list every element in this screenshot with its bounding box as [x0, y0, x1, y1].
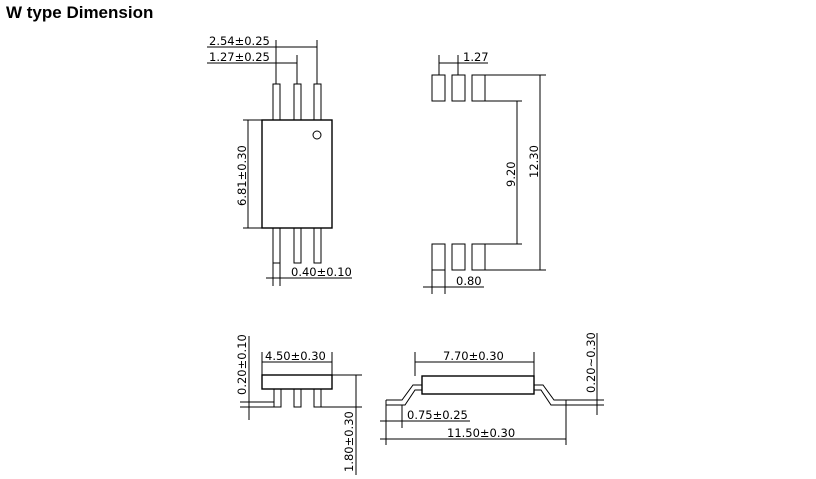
end-lead-1: [273, 388, 282, 408]
end-view-body: [261, 374, 333, 390]
side-lead-left-lower: [386, 389, 422, 406]
bottom-lead-2: [293, 227, 302, 264]
top-lead-1: [272, 83, 281, 121]
page-title: W type Dimension: [6, 3, 154, 22]
dim-foot-length: 0.75±0.25: [407, 408, 468, 422]
dim-lead-thickness: 0.20±0.10: [235, 334, 249, 395]
dim-total-height: 1.80±0.30: [342, 411, 356, 472]
pad-top-3: [471, 74, 486, 102]
dim-lead-width: 0.40±0.10: [291, 265, 352, 279]
dim-pad-width: 0.80: [456, 274, 482, 288]
side-lead-right: [534, 384, 566, 401]
bottom-lead-3: [313, 227, 322, 264]
end-view: 4.50±0.30 0.20±0.10 1.80±0.30: [235, 334, 362, 475]
dim-body-width-side: 4.50±0.30: [265, 349, 326, 363]
dim-overall-length: 11.50±0.30: [447, 426, 515, 440]
pad-bottom-2: [451, 243, 466, 271]
top-lead-3: [313, 83, 322, 121]
dim-pitch: 1.27±0.25: [209, 50, 270, 64]
end-lead-2: [293, 388, 302, 408]
top-view: 2.54±0.25 1.27±0.25 6.81±0.30 0.40±0.10: [207, 34, 352, 286]
end-lead-3: [313, 388, 322, 408]
pad-top-2: [451, 74, 466, 102]
top-lead-2: [293, 83, 302, 121]
dim-pitch-pair: 2.54±0.25: [209, 34, 270, 48]
bottom-lead-1: [272, 227, 281, 264]
dim-pad-inner-span: 9.20: [504, 161, 518, 187]
package-body: [261, 119, 333, 229]
dim-pad-outer-span: 12.30: [527, 145, 541, 178]
dim-body-height: 6.81±0.30: [235, 145, 249, 206]
dim-standoff: 0.20~0.30: [584, 332, 598, 393]
pad-bottom-1: [431, 243, 446, 271]
pad-bottom-3: [471, 243, 486, 271]
side-lead-left: [386, 384, 422, 401]
side-view-body: [421, 375, 535, 395]
pad-top-1: [431, 74, 446, 102]
side-lead-right-lower: [534, 389, 566, 406]
dim-body-length: 7.70±0.30: [443, 349, 504, 363]
pin1-marker-icon: [312, 130, 322, 140]
dim-pad-pitch: 1.27: [463, 50, 489, 64]
land-pattern: 1.27 9.20 12.30 0.80: [423, 50, 546, 294]
side-view: 7.70±0.30 0.20~0.30 0.75±0.25 11.50±0.30: [380, 332, 604, 445]
